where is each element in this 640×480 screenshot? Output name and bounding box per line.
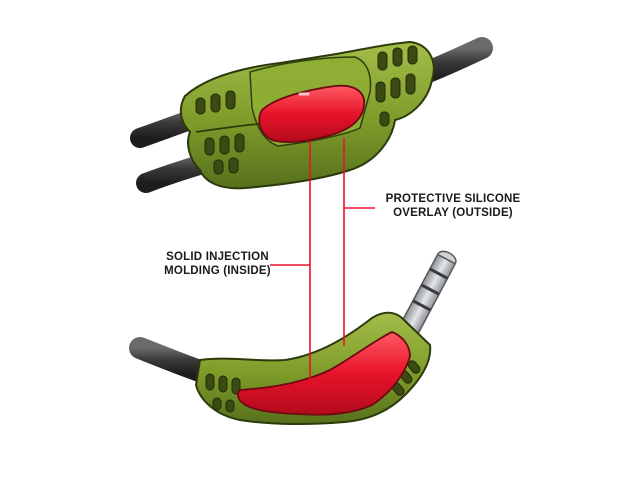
label-outside-line2: OVERLAY (OUTSIDE) [393, 207, 513, 219]
label-solid-injection-molding: SOLID INJECTION MOLDING (INSIDE) [150, 250, 285, 278]
vent-slots-right [375, 45, 418, 127]
splitter-icon [130, 37, 493, 193]
injection-molding-jack [237, 331, 411, 416]
label-inside-line1: SOLID INJECTION [166, 251, 269, 263]
label-protective-silicone-overlay: PROTECTIVE SILICONE OVERLAY (OUTSIDE) [373, 192, 533, 220]
label-outside-line1: PROTECTIVE SILICONE [385, 193, 521, 205]
leader-lines [270, 138, 375, 385]
audio-jack-icon [129, 250, 457, 426]
injection-molding-splitter [258, 84, 366, 143]
vent-slots-left [195, 90, 245, 175]
leader-outside [343, 138, 375, 346]
leader-inside [270, 141, 311, 385]
metal-plug [399, 250, 457, 335]
label-inside-line2: MOLDING (INSIDE) [164, 265, 271, 277]
vent-slots-jack [205, 360, 421, 413]
